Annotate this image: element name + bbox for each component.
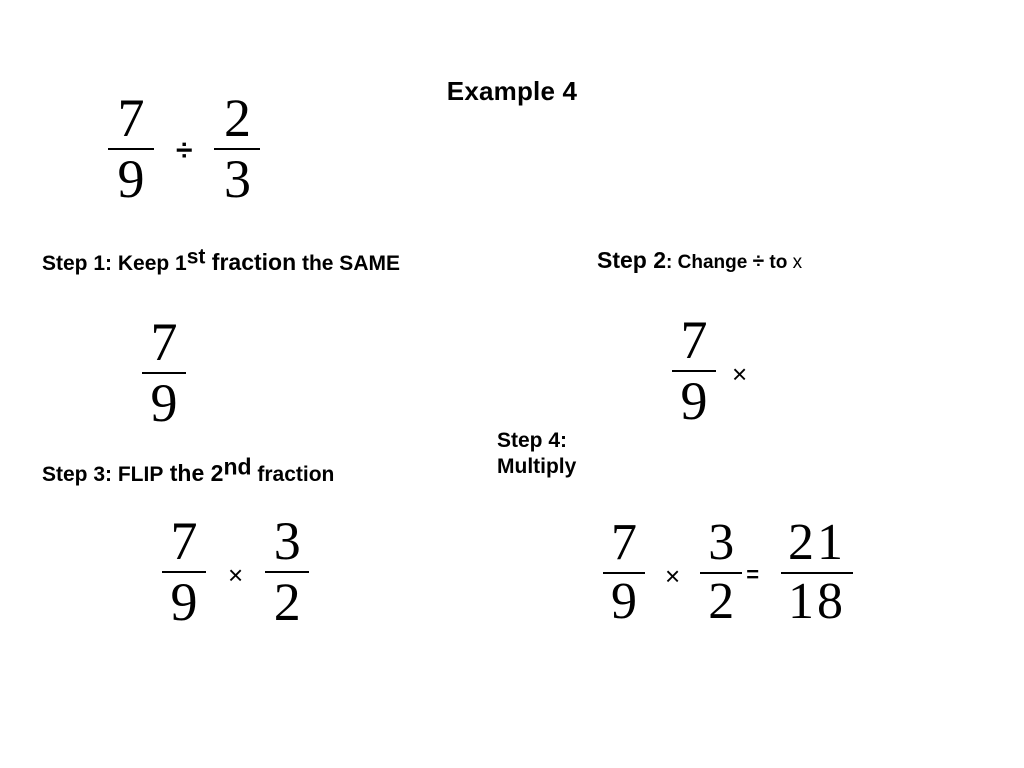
numerator: 7: [611, 514, 637, 571]
denominator: 9: [680, 370, 708, 431]
step-1-label: Step 1: Keep 1: [42, 252, 187, 275]
denominator: 3: [223, 148, 251, 209]
step-1-emphasis: fraction: [205, 249, 297, 275]
step-1-heading: Step 1: Keep 1st fraction the SAME: [42, 245, 482, 277]
numerator: 3: [708, 514, 735, 571]
numerator: 7: [680, 310, 708, 370]
step-1-ordinal-suffix: st: [186, 245, 206, 269]
step-4-label-line2: Multiply: [497, 454, 577, 478]
denominator: 2: [708, 572, 735, 630]
numerator: 7: [150, 312, 178, 372]
multiply-operator-icon: ×: [228, 560, 244, 591]
divide-operator-icon: ÷: [176, 133, 193, 167]
fraction-bar: [781, 571, 854, 574]
denominator: 9: [150, 372, 178, 433]
fraction-bar: [672, 369, 716, 372]
denominator: 9: [170, 571, 198, 632]
fraction-bar: [162, 570, 206, 573]
step-4-expression: 7 9 × 3 2 = 21 18: [603, 514, 854, 630]
multiply-operator-icon: ×: [665, 561, 681, 592]
step-2-fraction: 7 9: [672, 310, 716, 431]
step-4-right-fraction: 3 2: [700, 514, 743, 630]
step-2-connector: to: [764, 252, 793, 273]
multiply-operator-icon: ×: [732, 359, 748, 390]
numerator: 7: [170, 511, 198, 571]
denominator: 2: [273, 571, 301, 632]
step-2-expression: 7 9 ×: [672, 310, 748, 431]
denominator: 18: [788, 572, 847, 630]
numerator: 7: [117, 88, 145, 148]
main-left-fraction: 7 9: [108, 88, 154, 209]
fraction-bar: [265, 570, 310, 573]
step-2-heading: Step 2: Change ÷ to x: [597, 246, 997, 275]
step-4-heading: Step 4: Multiply: [497, 428, 737, 479]
step-3-left-fraction: 7 9: [162, 511, 206, 632]
step-1-tail: the SAME: [296, 252, 400, 275]
numerator: 3: [273, 511, 301, 571]
step-4-left-fraction: 7 9: [603, 514, 645, 630]
fraction-bar: [108, 147, 154, 150]
main-right-fraction: 2 3: [214, 88, 261, 209]
step-3-ordinal-suffix: nd: [223, 453, 252, 480]
numerator: 21: [788, 514, 847, 571]
step-3-emphasis: the 2: [163, 460, 224, 486]
page-title: Example 4: [446, 76, 578, 106]
step-1-fraction: 7 9: [142, 312, 186, 433]
denominator: 9: [117, 148, 145, 209]
step-4-label-line1: Step 4:: [497, 429, 568, 452]
fraction-bar: [214, 147, 261, 150]
step-3-label: Step 3: FLIP: [42, 463, 164, 486]
numerator: 2: [223, 88, 251, 148]
step-3-right-fraction: 3 2: [265, 511, 310, 632]
step-2-rest: : Change: [666, 252, 753, 273]
step-1-expression: 7 9: [142, 312, 186, 433]
divide-symbol-icon: ÷: [752, 250, 765, 273]
step-3-expression: 7 9 × 3 2: [162, 511, 310, 632]
equals-operator-icon: =: [746, 561, 760, 587]
fraction-bar: [700, 571, 743, 574]
step-2-label: Step 2: [597, 247, 667, 273]
fraction-bar: [142, 371, 186, 374]
denominator: 9: [611, 572, 637, 630]
main-expression: 7 9 ÷ 2 3: [108, 88, 261, 209]
fraction-bar: [603, 571, 645, 574]
step-3-tail: fraction: [251, 463, 335, 486]
step-3-heading: Step 3: FLIP the 2nd fraction: [42, 455, 402, 488]
multiply-symbol-icon: x: [792, 252, 803, 273]
step-4-answer-fraction: 21 18: [781, 514, 854, 630]
